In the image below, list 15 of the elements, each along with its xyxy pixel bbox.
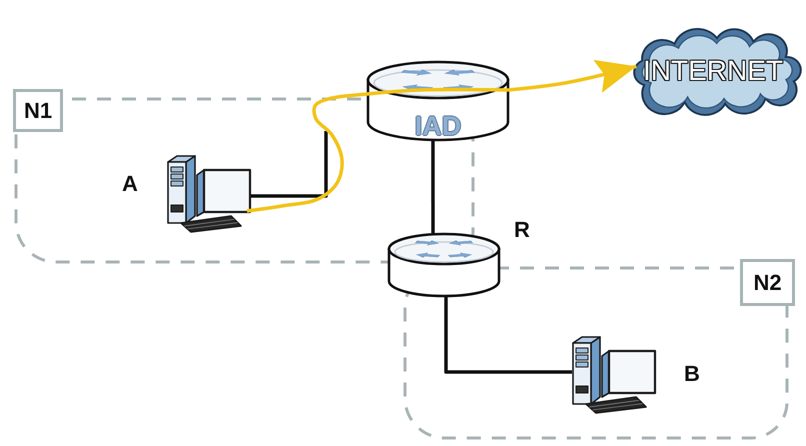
- computer-icon: [572, 334, 656, 414]
- router-icon: [387, 232, 501, 298]
- connection-line: [431, 140, 435, 233]
- connection-line: [246, 88, 508, 213]
- device-label: A: [122, 172, 138, 196]
- computer-icon: [167, 153, 251, 233]
- network-label: INTERNET: [643, 55, 783, 87]
- zone-label: N2: [740, 259, 795, 306]
- device-label: B: [684, 362, 700, 386]
- device-label: R: [514, 218, 530, 242]
- device-label: IAD: [414, 112, 462, 140]
- connection-line: [251, 131, 328, 198]
- zone-label: N1: [13, 89, 63, 132]
- connection-line: [444, 296, 572, 374]
- arrow: [508, 60, 637, 93]
